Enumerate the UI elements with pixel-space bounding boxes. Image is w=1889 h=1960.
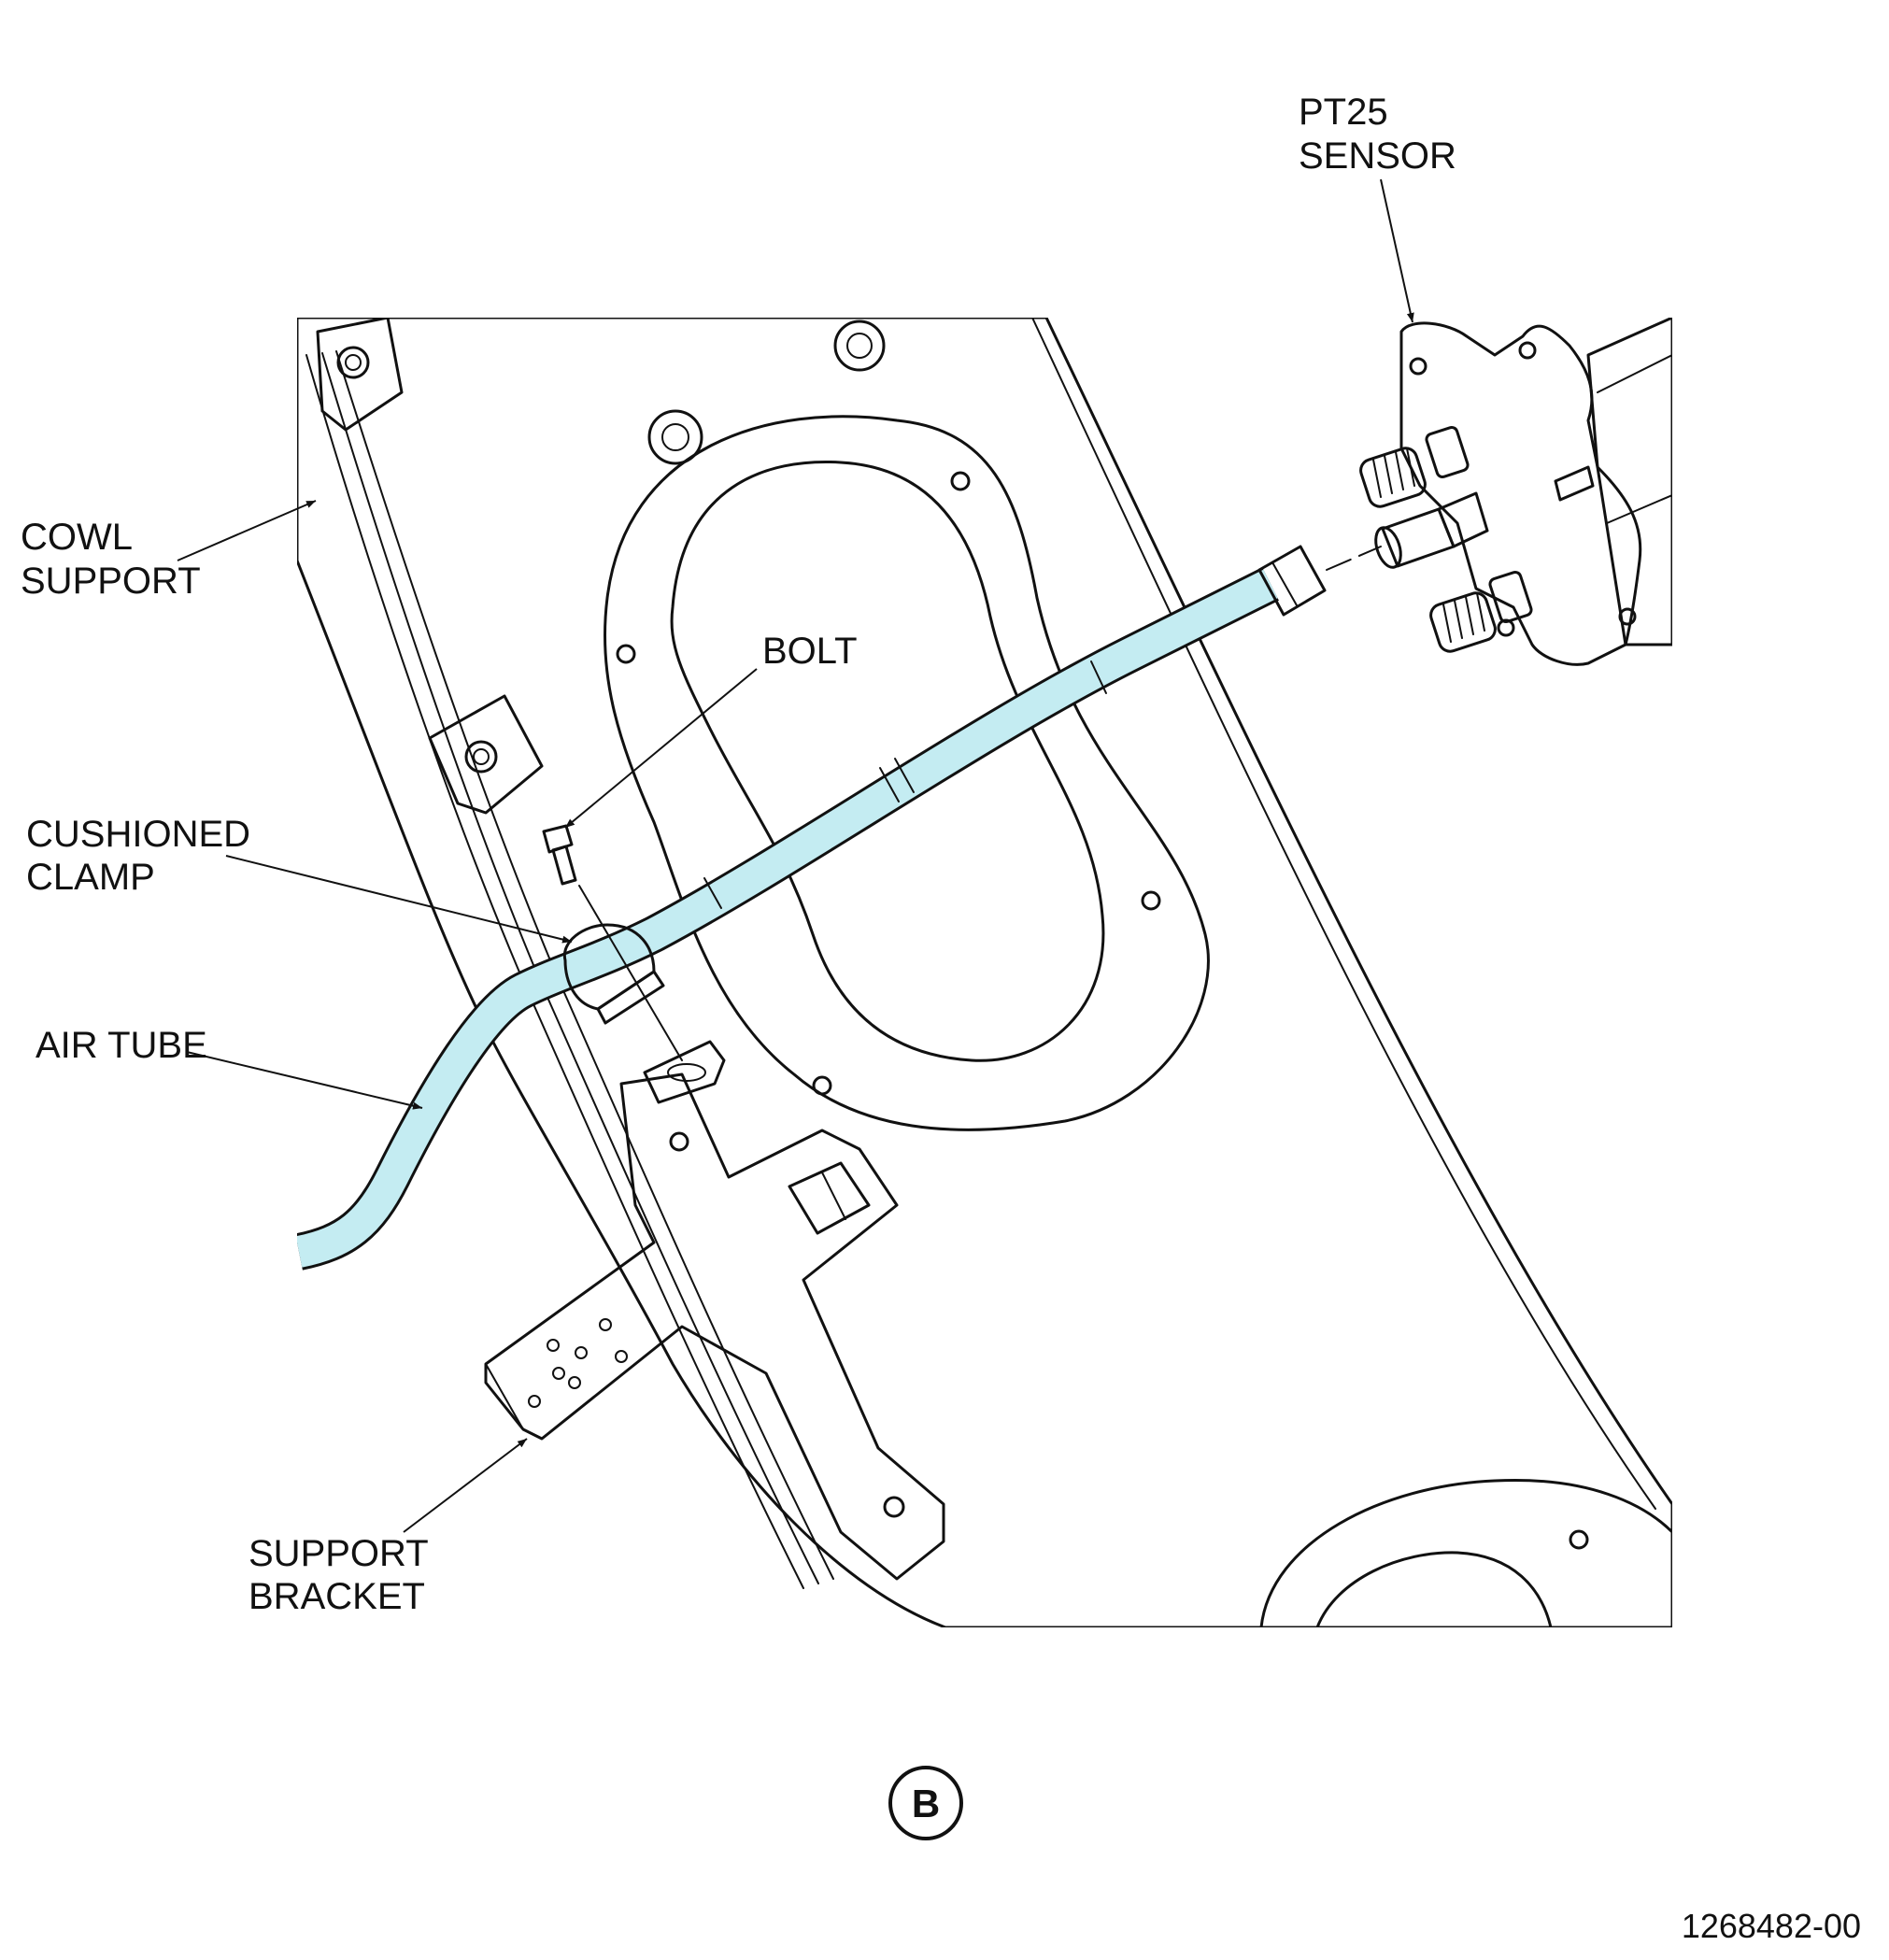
air-tube-leader: [186, 1051, 423, 1110]
boss: [647, 409, 703, 465]
bracket-leader: [403, 1438, 528, 1533]
pt25-leader: [1380, 178, 1414, 323]
rim-hole: [950, 471, 971, 491]
bolt-label: BOLT: [762, 631, 858, 672]
cushioned-clamp: [562, 923, 656, 1011]
panel-outer-rim: [1045, 318, 1672, 1505]
cowl-leader: [177, 500, 317, 561]
bracket-slot: [788, 1161, 871, 1235]
rim-hole: [812, 1075, 832, 1096]
clamp-pad: [643, 1040, 726, 1104]
pt25-sensor-label-line2: SENSOR: [1299, 135, 1456, 177]
cushioned-clamp-label-line1: CUSHIONED: [26, 814, 250, 855]
support-bracket: [484, 1072, 945, 1581]
lightening-hole-rim: [603, 415, 1210, 1131]
bracket-hole: [883, 1496, 905, 1518]
rim-hole: [1141, 890, 1161, 911]
port-centerline: [1326, 546, 1382, 571]
fastener-hole: [464, 740, 498, 774]
pt25-sensor-part: [1359, 318, 1672, 666]
bolt-centerline: [578, 885, 683, 1061]
cowl-support-label-line1: COWL: [21, 517, 133, 558]
lightening-hole: [670, 461, 1105, 1062]
lower-lightening-hole-rim: [1259, 1478, 1672, 1627]
support-bracket-label-line1: SUPPORT: [249, 1533, 429, 1574]
bracket-hole: [669, 1131, 689, 1152]
boss: [833, 320, 886, 372]
support-bracket-label-line2: BRACKET: [249, 1576, 425, 1617]
air-tube-fill: [297, 569, 1278, 1268]
cowl-support-label-line2: SUPPORT: [21, 561, 201, 602]
view-marker-circle: [888, 1766, 963, 1840]
fastener-hole: [336, 346, 370, 379]
rim-hole: [1569, 1529, 1589, 1550]
cushioned-clamp-label-line2: CLAMP: [26, 857, 155, 898]
lower-lightening-hole: [1315, 1551, 1553, 1627]
air-tube-label: AIR TUBE: [36, 1025, 207, 1066]
bolt-part: [542, 824, 577, 886]
mounting-tab: [316, 318, 404, 432]
pt25-sensor-label-line1: PT25: [1299, 92, 1388, 133]
mounting-tab: [428, 694, 544, 815]
clamp-leader: [225, 855, 573, 944]
air-tube: [297, 567, 1279, 1271]
bolt-leader: [564, 668, 758, 829]
rim-hole: [616, 644, 636, 664]
view-marker-letter: B: [912, 1782, 940, 1825]
bracket-flange: [485, 1363, 543, 1440]
cowl-support-panel: [297, 318, 1672, 1627]
figure-id: 1268482-00: [1682, 1907, 1861, 1945]
panel-inner-rim: [1031, 318, 1656, 1510]
b-nut-fitting: [1257, 545, 1327, 617]
